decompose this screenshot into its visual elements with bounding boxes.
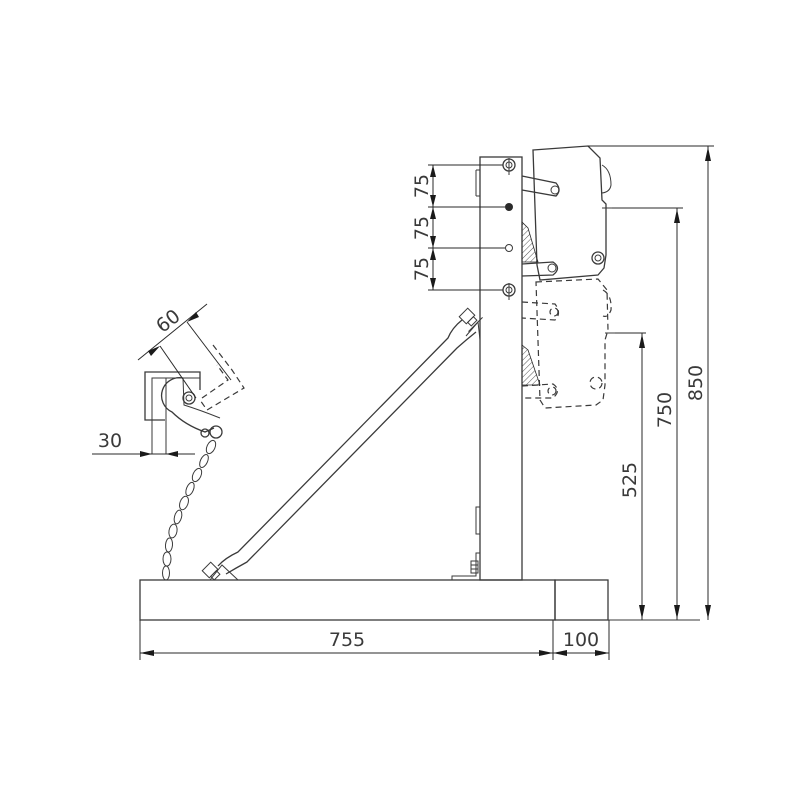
label-pitch-1: 75 [411, 174, 433, 198]
chain [162, 439, 217, 581]
dimension-base: 755 100 [139, 620, 610, 660]
label-extension-length: 100 [563, 629, 599, 651]
label-height-overall: 850 [685, 365, 707, 401]
dimension-heights: 850 750 525 [588, 145, 714, 620]
dimension-pitch-75: 75 75 75 [411, 164, 505, 291]
label-clamp-offset: 60 [152, 305, 185, 337]
label-base-length: 755 [329, 629, 365, 651]
upper-jaw [521, 145, 612, 281]
label-clamp-width: 30 [98, 430, 122, 452]
label-pitch-3: 75 [411, 257, 433, 281]
lower-jaw-dashed [521, 278, 615, 409]
clamp-hook [144, 344, 245, 454]
vertical-post [451, 156, 523, 581]
dimension-clamp-30: 30 [92, 430, 195, 457]
diagonal-brace [201, 307, 483, 581]
label-pitch-2: 75 [411, 216, 433, 240]
base-frame [139, 579, 700, 621]
post-holes [502, 158, 516, 300]
label-height-lower-jaw: 525 [619, 462, 641, 498]
label-height-upper-jaw: 750 [654, 392, 676, 428]
